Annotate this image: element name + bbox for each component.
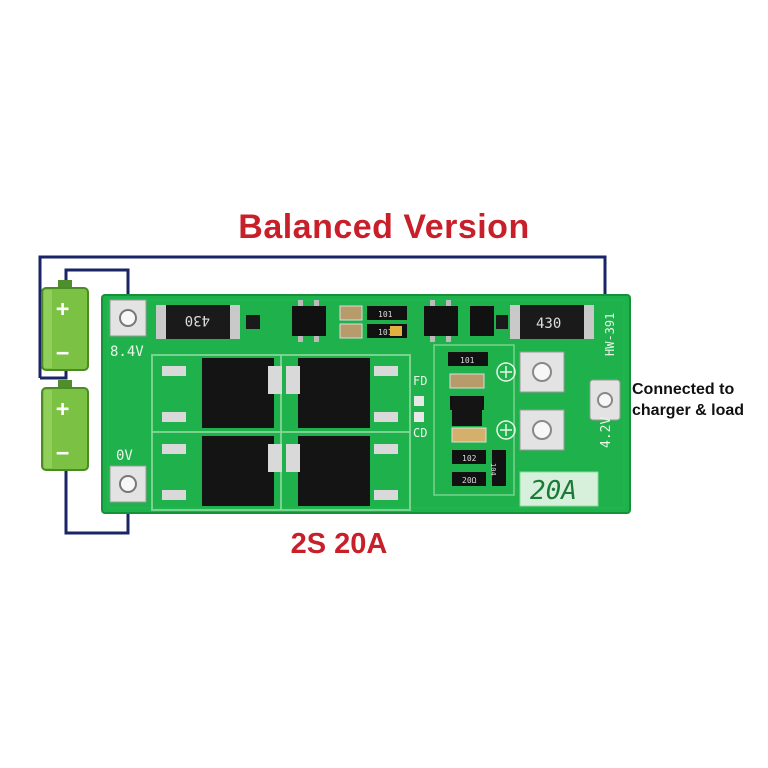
pad-output-positive — [519, 351, 565, 393]
cd-pad — [414, 412, 424, 422]
shunt-resistor-left-label: 430 — [185, 312, 210, 328]
current-rating-label: 20A — [519, 471, 599, 507]
mosfet-3 — [162, 436, 282, 506]
small-resistor-5: 102 — [462, 454, 477, 463]
shunt-resistor-right-label: 430 — [536, 316, 561, 332]
label-0v: 0V — [116, 448, 133, 464]
connection-callout: Connected to charger & load — [632, 379, 744, 421]
battery-cell-top: + − — [41, 280, 89, 371]
pad-output-negative — [519, 409, 565, 451]
label-hw391: HW-391 — [603, 313, 617, 356]
subtitle: 2S 20A — [290, 528, 388, 560]
shunt-resistor-right: 430 — [510, 305, 594, 339]
battery-bottom-plus: + — [56, 397, 69, 422]
pad-0v — [109, 465, 147, 503]
small-resistor-6: 20Ω — [462, 476, 477, 485]
label-8v4: 8.4V — [110, 344, 144, 360]
small-resistor-7: 104 — [489, 463, 497, 476]
battery-bottom-minus: − — [56, 441, 69, 466]
mosfet-2 — [286, 358, 398, 428]
small-resistor-2: 101 — [378, 328, 393, 337]
mosfet-1 — [162, 358, 282, 428]
wire-cell-link — [40, 268, 130, 380]
label-4v2: 4.2V — [599, 417, 614, 448]
top-component-row: 101 101 — [246, 300, 508, 342]
current-rating-text: 20A — [530, 476, 577, 506]
battery-cell-bottom: + − — [41, 380, 89, 471]
plus-circle-icon — [496, 362, 516, 382]
battery-top-plus: + — [56, 297, 69, 322]
shunt-resistor-left: 430 — [156, 305, 240, 339]
label-cd: CD — [413, 426, 427, 440]
pad-4v2 — [589, 379, 621, 421]
small-resistor-1: 101 — [378, 310, 393, 319]
control-circuit: 101 101 102 20Ω 104 — [433, 344, 515, 496]
label-fd: FD — [413, 374, 427, 388]
minus-circle-icon — [496, 420, 516, 440]
callout-line-1: Connected to — [632, 381, 735, 398]
battery-top-minus: − — [56, 341, 69, 366]
pad-8v4 — [109, 299, 147, 337]
small-resistor-3: 101 — [460, 356, 475, 365]
fd-pad — [414, 396, 424, 406]
pcb-inner-shade — [107, 299, 625, 509]
callout-line-2: charger & load — [632, 402, 745, 419]
mosfet-4 — [286, 436, 398, 506]
main-title: Balanced Version — [238, 208, 530, 246]
